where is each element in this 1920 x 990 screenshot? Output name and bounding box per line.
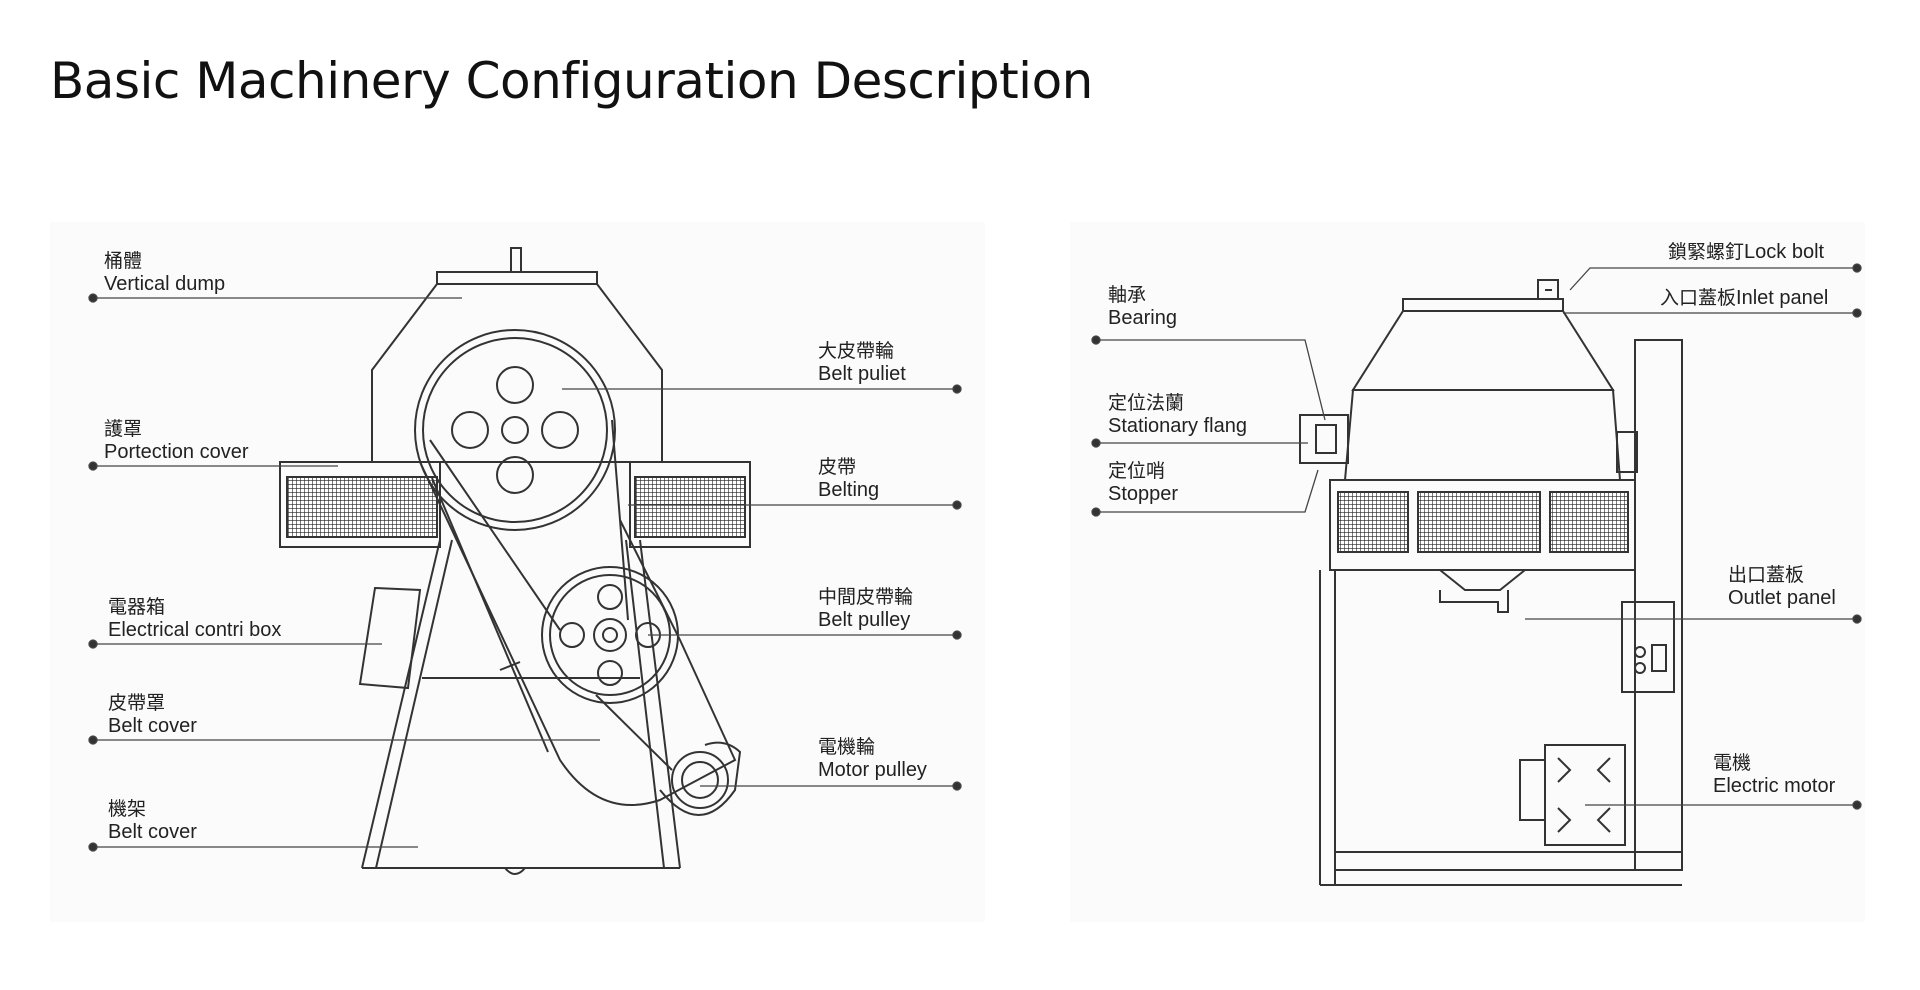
label-frame: 機架 Belt cover: [108, 798, 197, 844]
label-belting: 皮帶 Belting: [818, 456, 879, 502]
label-zh: 電機: [1713, 752, 1752, 774]
label-en: Belt pulley: [818, 609, 911, 631]
label-outlet-panel: 出口蓋板 Outlet panel: [1728, 564, 1836, 610]
label-protection-cover: 護罩 Portection cover: [104, 418, 249, 464]
label-zh: 皮帶罩: [108, 692, 166, 714]
label-bearing: 軸承 Bearing: [1108, 284, 1177, 330]
motor-pulley: [671, 751, 729, 809]
base: [1320, 851, 1682, 886]
label-zh: 軸承: [1108, 284, 1147, 306]
label-electric-motor: 電機 Electric motor: [1713, 752, 1835, 798]
label-en: Belt puliet: [818, 363, 906, 385]
label-en: Vertical dump: [104, 273, 226, 295]
label-en: Portection cover: [104, 441, 249, 463]
label-en: Belt cover: [108, 821, 197, 843]
label-electrical-box: 電器箱 Electrical contri box: [108, 596, 281, 642]
label-middle-belt-pulley: 中間皮帶輪 Belt pulley: [818, 586, 913, 632]
label-belt-cover: 皮帶罩 Belt cover: [108, 692, 197, 738]
belt-cover: [419, 461, 737, 806]
label-stopper: 定位哨 Stopper: [1108, 460, 1178, 506]
label-zh: 電器箱: [108, 596, 166, 618]
label-lock-bolt: 鎖緊螺釘Lock bolt: [1668, 241, 1824, 264]
right-flange: [1616, 431, 1638, 473]
label-en: Electric motor: [1713, 775, 1836, 797]
label-inlet-panel: 入口蓋板Inlet panel: [1660, 287, 1828, 310]
label-en: Belting: [818, 479, 880, 501]
label-en: Belt cover: [108, 715, 197, 737]
label-en: Stationary flang: [1108, 415, 1247, 437]
label-en: Electrical contri box: [108, 619, 282, 641]
electrical-box: [358, 586, 422, 690]
label-zh: 護罩: [104, 418, 143, 440]
label-en: Inlet panel: [1736, 287, 1829, 309]
left-machine: [279, 247, 751, 875]
label-vertical-dump: 桶體 Vertical dump: [104, 250, 225, 296]
right-machine: [1299, 279, 1683, 886]
label-en: Bearing: [1108, 307, 1177, 329]
page-title: Basic Machinery Configuration Descriptio…: [50, 52, 1093, 110]
outlet: [1439, 569, 1526, 613]
control-panel: [1621, 601, 1675, 693]
label-zh: 出口蓋板: [1728, 564, 1805, 586]
label-en: Lock bolt: [1744, 241, 1825, 263]
big-pulley-outer: [414, 329, 616, 531]
belting: [429, 419, 629, 631]
label-en: Stopper: [1108, 483, 1179, 505]
label-en: Motor pulley: [818, 759, 927, 781]
label-motor-pulley: 電機輪 Motor pulley: [818, 736, 927, 782]
label-zh: 皮帶: [818, 456, 857, 478]
label-zh: 桶體: [104, 250, 143, 272]
frame-right-leg: [639, 539, 681, 869]
label-zh: 鎖緊螺釘: [1668, 241, 1745, 263]
label-stationary-flange: 定位法蘭 Stationary flang: [1108, 392, 1247, 438]
frame-left-leg: [361, 539, 441, 869]
lock-bolt: [1537, 279, 1559, 299]
label-zh: 大皮帶輪: [818, 340, 895, 362]
label-zh: 定位哨: [1108, 460, 1166, 482]
label-zh: 機架: [108, 798, 147, 820]
label-big-belt-pulley: 大皮帶輪 Belt puliet: [818, 340, 906, 386]
label-zh: 入口蓋板: [1660, 287, 1737, 309]
label-zh: 中間皮帶輪: [818, 586, 914, 608]
label-en: Outlet panel: [1728, 587, 1836, 609]
left-column: [1319, 570, 1336, 885]
label-zh: 電機輪: [818, 736, 876, 758]
top-bolt: [510, 247, 522, 273]
label-zh: 定位法蘭: [1108, 392, 1185, 414]
